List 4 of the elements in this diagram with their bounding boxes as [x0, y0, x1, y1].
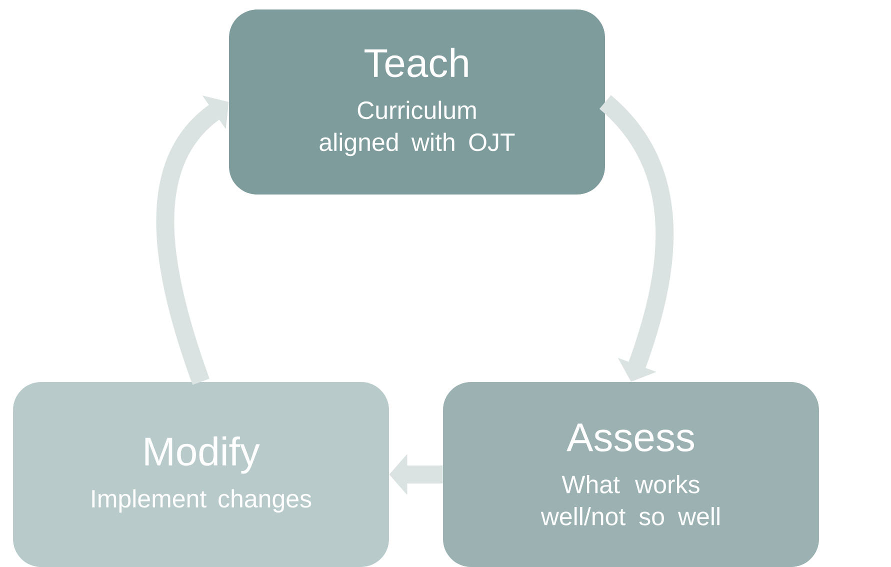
process-box: Teach Curriculum aligned with OJT: [229, 10, 605, 194]
arrow: [156, 96, 229, 385]
process-box: Modify Implement changes: [13, 382, 389, 567]
process-box: Assess What works well/not so well: [443, 382, 819, 567]
